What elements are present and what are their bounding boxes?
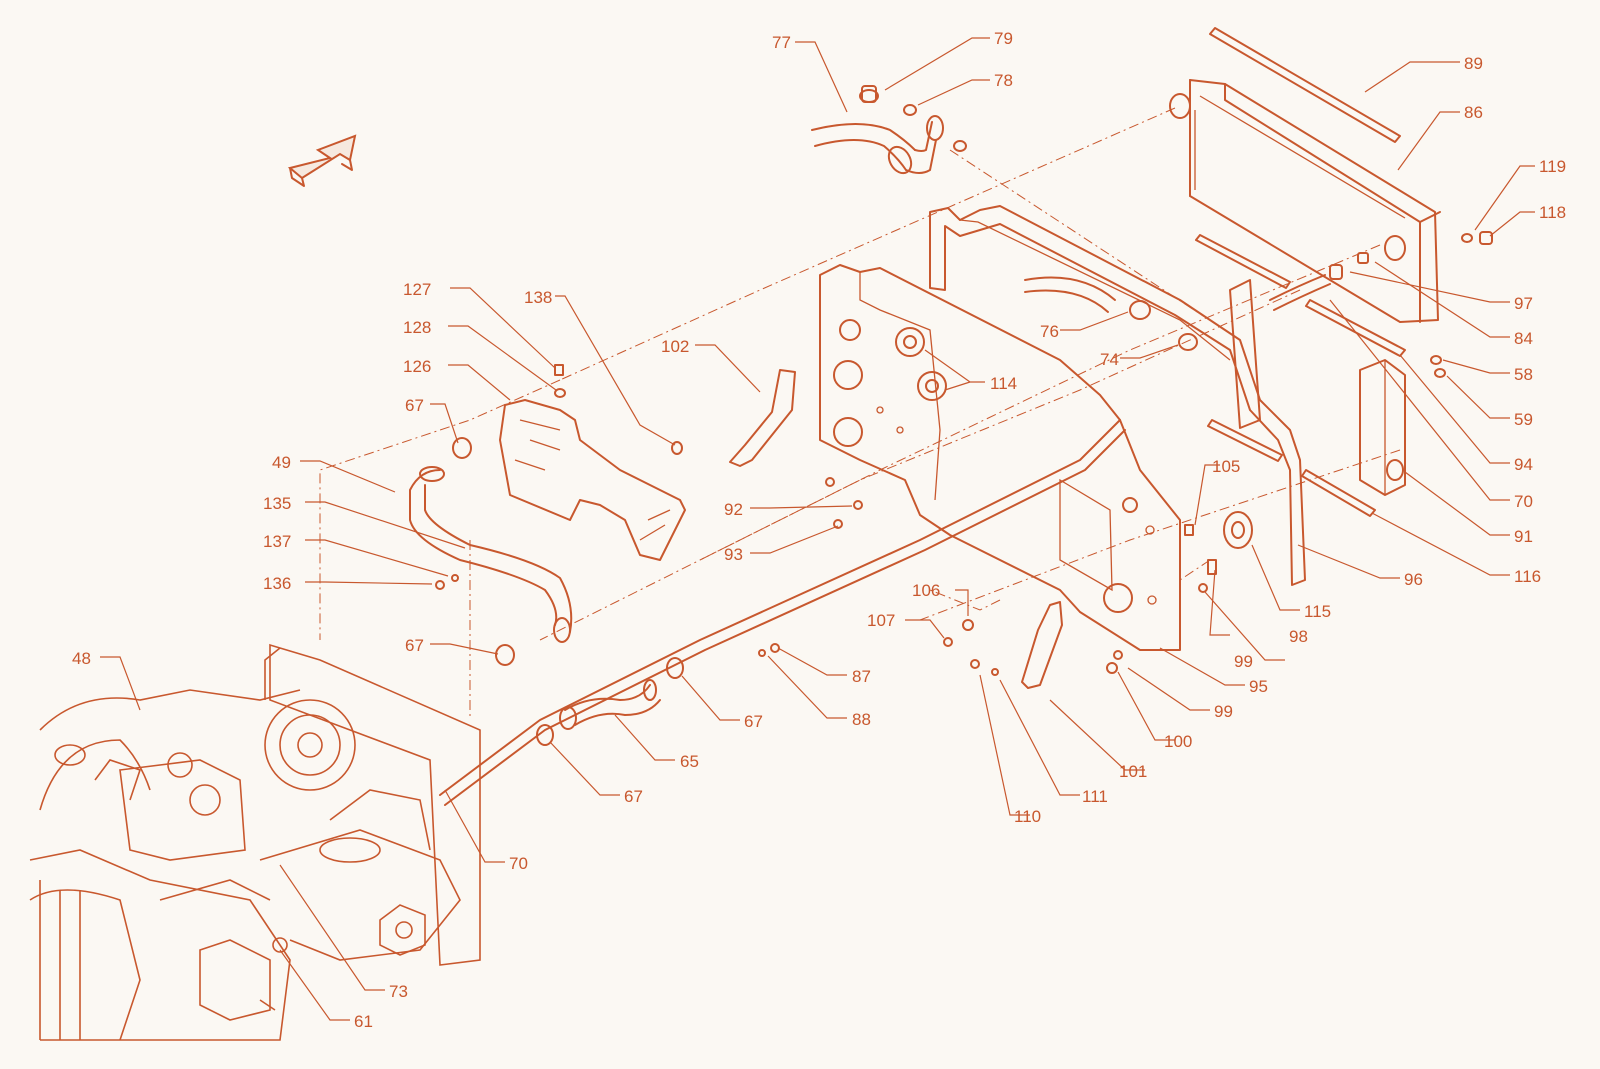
callout-138: 138: [524, 288, 552, 307]
callout-61: 61: [354, 1012, 373, 1031]
upper-hose-77: [811, 85, 967, 175]
callout-119: 119: [1539, 157, 1566, 176]
pipe-70-long: [439, 419, 1121, 796]
bracket-102: [729, 369, 796, 467]
seal-strip-89: [1209, 27, 1401, 143]
grommet-114b: [917, 371, 947, 401]
oil-cooler-91: [1359, 359, 1406, 496]
callout-135: 135: [263, 494, 291, 513]
radiator-86: [1169, 79, 1441, 323]
plug-118: [1479, 231, 1493, 245]
clamp-67-lower: [495, 644, 515, 666]
callout-100: 100: [1164, 732, 1192, 751]
callout-102: 102: [661, 337, 689, 356]
callout-67-mid: 67: [744, 712, 763, 731]
callout-86: 86: [1464, 103, 1483, 122]
hose-76-end: [1129, 300, 1151, 320]
frame-70: [929, 205, 1306, 586]
fitting-74: [1178, 333, 1198, 351]
callout-48: 48: [72, 649, 91, 668]
hose-49: [409, 466, 573, 643]
callout-99-upper: 99: [1234, 652, 1253, 671]
callout-59: 59: [1514, 410, 1533, 429]
callout-91: 91: [1514, 527, 1533, 546]
callout-97: 97: [1514, 294, 1533, 313]
callout-101: 101: [1119, 762, 1147, 781]
hose-76: [1024, 276, 1116, 313]
callout-114: 114: [990, 374, 1017, 393]
grommet-115: [1223, 511, 1253, 549]
callout-79: 79: [994, 29, 1013, 48]
callout-96: 96: [1404, 570, 1423, 589]
shroud-panel-95: [819, 264, 1181, 651]
washer-58: [1430, 355, 1442, 365]
callout-137: 137: [263, 532, 291, 551]
washer-119: [1461, 233, 1473, 243]
callout-115: 115: [1304, 602, 1331, 621]
callout-73: 73: [389, 982, 408, 1001]
bracket-101: [1021, 601, 1063, 689]
bracket-126: [499, 399, 686, 561]
callout-49: 49: [272, 453, 291, 472]
callout-76: 76: [1040, 322, 1059, 341]
pipe-70-long-inner: [444, 429, 1126, 806]
fitting-84: [1357, 252, 1369, 264]
direction-arrow-icon: [287, 134, 357, 187]
callout-78: 78: [994, 71, 1013, 90]
callout-67-bottom: 67: [624, 787, 643, 806]
strip-116: [1301, 469, 1376, 517]
callout-127: 127: [403, 280, 431, 299]
callout-67-upper: 67: [405, 396, 424, 415]
clamp-67-upper: [452, 437, 472, 459]
strip-upper: [1195, 234, 1291, 289]
washer-59: [1434, 368, 1446, 378]
callout-77: 77: [772, 33, 791, 52]
callout-65: 65: [680, 752, 699, 771]
callout-70-right: 70: [1514, 492, 1533, 511]
callout-93: 93: [724, 545, 743, 564]
strip-94: [1305, 299, 1406, 357]
callout-118: 118: [1539, 203, 1566, 222]
callout-84: 84: [1514, 329, 1533, 348]
callout-116: 116: [1514, 567, 1541, 586]
callout-92: 92: [724, 500, 743, 519]
callout-98: 98: [1289, 627, 1308, 646]
callout-105: 105: [1212, 457, 1240, 476]
callout-88: 88: [852, 710, 871, 729]
callout-110: 110: [1014, 807, 1041, 826]
leader-lines: [100, 37, 1535, 1021]
fasteners: [435, 364, 1217, 676]
engine-assembly: [29, 643, 481, 1041]
callout-70-lower: 70: [509, 854, 528, 873]
callout-126: 126: [403, 357, 431, 376]
fitting-97: [1329, 264, 1343, 280]
strip-lower: [1207, 419, 1283, 462]
callout-99-lower: 99: [1214, 702, 1233, 721]
callout-107: 107: [867, 611, 895, 630]
grommet-114a: [895, 327, 925, 357]
hose-65: [559, 679, 661, 730]
callout-67-lower: 67: [405, 636, 424, 655]
callout-128: 128: [403, 318, 431, 337]
callout-89: 89: [1464, 54, 1483, 73]
callout-111: 111: [1082, 787, 1108, 806]
callout-87: 87: [852, 667, 871, 686]
callout-95: 95: [1249, 677, 1268, 696]
small-hose-97: [1269, 274, 1331, 311]
callout-106: 106: [912, 581, 940, 600]
callout-136: 136: [263, 574, 291, 593]
callout-labels: 77 79 78 89 86 119 118 97 84 58 59 94 70…: [72, 29, 1566, 1031]
callout-58: 58: [1514, 365, 1533, 384]
callout-74: 74: [1100, 350, 1119, 369]
callout-94: 94: [1514, 455, 1533, 474]
